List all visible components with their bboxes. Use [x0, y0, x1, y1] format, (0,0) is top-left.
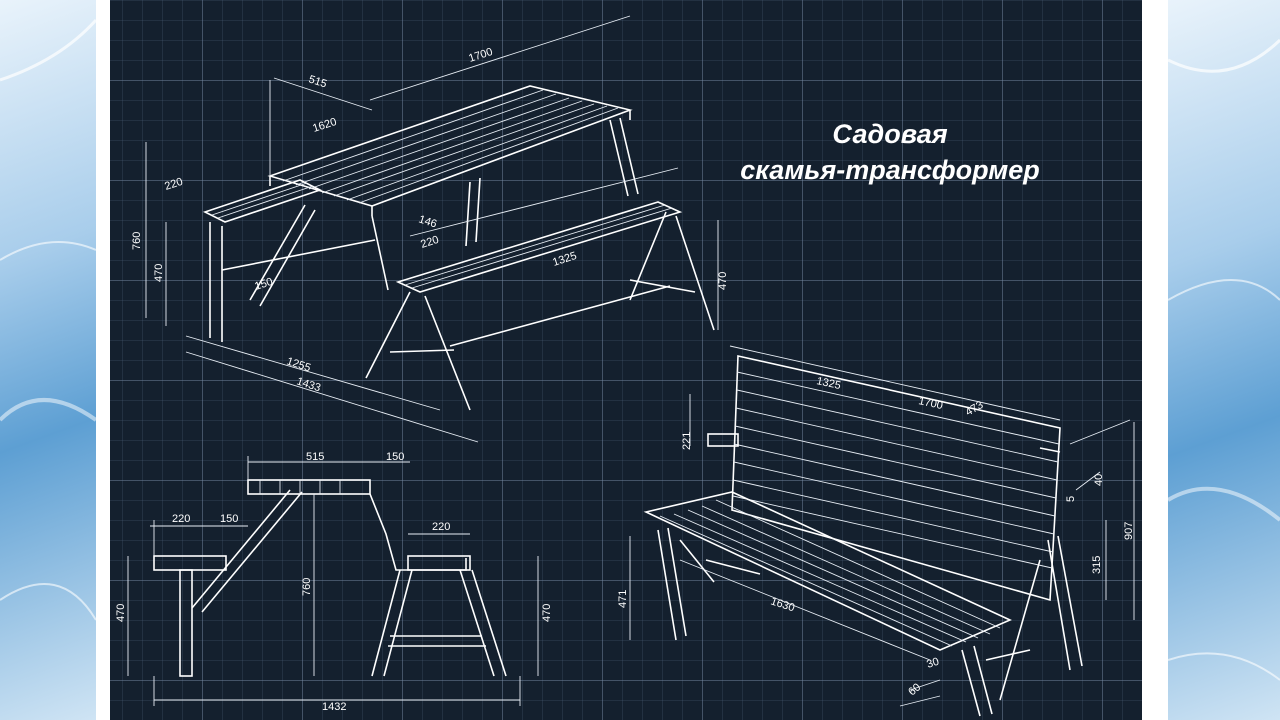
side-dim-left-seat-height: 470 — [115, 604, 127, 622]
dim-seat-height: 470 — [153, 264, 165, 282]
dim-top-length: 1620 — [311, 116, 338, 135]
side-dim-top-width: 515 — [306, 451, 324, 463]
dim-gap: 146 — [417, 213, 438, 230]
bench-dim-arm-height: 221 — [681, 432, 693, 450]
bench-dim-total-height: 907 — [1123, 522, 1135, 540]
right-decorative-strip — [1168, 0, 1280, 720]
side-dim-right-seat-height: 470 — [541, 604, 553, 622]
dim-table-width: 515 — [307, 73, 328, 90]
bench-dim-depth: 473 — [964, 399, 986, 419]
dim-bench-length: 1325 — [551, 250, 578, 269]
left-decorative-strip — [0, 0, 96, 720]
bench-dim-leg-width: 60 — [906, 681, 923, 698]
bench-dim-seat-height: 471 — [617, 590, 629, 608]
dim-overall-length: 1433 — [295, 375, 322, 394]
bench-dim-board: 40 — [1093, 474, 1105, 486]
side-dim-overall: 1432 — [322, 701, 346, 713]
left-bench — [202, 179, 376, 342]
dim-total-height: 760 — [131, 232, 143, 250]
title-line-1: Садовая — [832, 119, 948, 149]
dim-leg-offset: 150 — [253, 276, 274, 293]
dim-table-length: 1700 — [467, 46, 494, 65]
table-top — [267, 85, 633, 216]
side-dim-left-seat: 220 — [172, 513, 190, 525]
dim-bench-width: 220 — [419, 234, 440, 251]
bench-dim-overall-length: 1700 — [917, 395, 943, 412]
bench-dim-base-length: 1630 — [769, 595, 796, 614]
bench-dim-back-height: 315 — [1091, 556, 1103, 574]
title-line-2: скамья-трансформер — [740, 155, 1040, 185]
blueprint-panel: 1700 515 1620 220 760 470 150 146 220 13… — [110, 0, 1142, 720]
side-dim-height: 760 — [301, 578, 313, 596]
dim-seat-width: 220 — [163, 176, 184, 193]
bench-view-dimension-labels: 1325 1700 473 221 907 5 40 315 471 1630 … — [617, 375, 1135, 698]
bench-view-drawing — [629, 345, 1135, 717]
bench-dim-small-gap: 5 — [1065, 496, 1077, 502]
side-dim-right-seat: 220 — [432, 521, 450, 533]
right-bench — [365, 201, 715, 411]
bench-dim-seat-length: 1325 — [815, 375, 841, 392]
dim-base-length: 1255 — [285, 355, 312, 374]
table-dimension-lines — [145, 15, 719, 443]
side-view-drawing — [127, 456, 539, 706]
table-view-drawing: 1700 515 1620 220 760 470 150 146 220 13… — [115, 15, 1135, 717]
side-dim-offset: 150 — [386, 451, 404, 463]
side-dim-left-gap: 150 — [220, 513, 238, 525]
bench-dim-leg-offset: 30 — [925, 656, 940, 671]
table-legs — [371, 117, 639, 291]
dim-bench-height: 470 — [717, 272, 729, 290]
drawing-title: Садовая скамья-трансформер — [730, 116, 1050, 188]
side-view-dimension-labels: 515 150 220 150 220 760 470 470 1432 — [115, 451, 553, 713]
